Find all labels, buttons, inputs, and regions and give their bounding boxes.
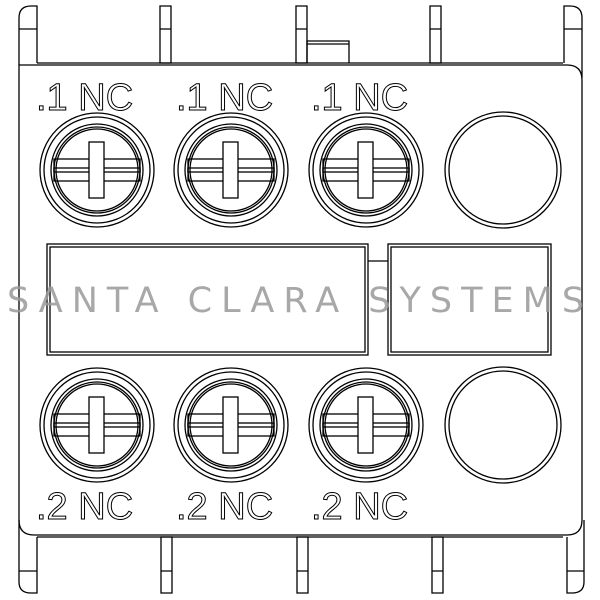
screw-terminal	[308, 367, 424, 483]
screw-slot-icon	[322, 396, 410, 454]
bottom-legs	[18, 520, 585, 594]
watermark: SANTA CLARA SYSTEMS	[7, 281, 593, 321]
terminal-label-bottom-3: .2 NC	[311, 486, 408, 528]
empty-terminal	[444, 111, 562, 229]
screw-slot-icon	[322, 141, 410, 199]
terminals	[39, 111, 562, 484]
label-windows	[46, 243, 552, 356]
empty-terminal	[444, 366, 562, 484]
screw-terminal	[308, 112, 424, 228]
terminal-label-top-1: .1 NC	[36, 77, 133, 119]
screw-terminal	[39, 112, 155, 228]
terminal-label-top-2: .1 NC	[176, 77, 273, 119]
top-legs	[18, 5, 583, 78]
screw-terminal	[173, 367, 289, 483]
screw-terminal	[39, 367, 155, 483]
top-nub	[306, 40, 350, 63]
terminal-label-top-3: .1 NC	[311, 77, 408, 119]
screw-slot-icon	[53, 396, 141, 454]
terminal-label-bottom-2: .2 NC	[176, 486, 273, 528]
screw-slot-icon	[53, 141, 141, 199]
screw-terminal	[173, 112, 289, 228]
screw-slot-icon	[187, 396, 275, 454]
screw-slot-icon	[187, 141, 275, 199]
terminal-label-bottom-1: .2 NC	[36, 486, 133, 528]
